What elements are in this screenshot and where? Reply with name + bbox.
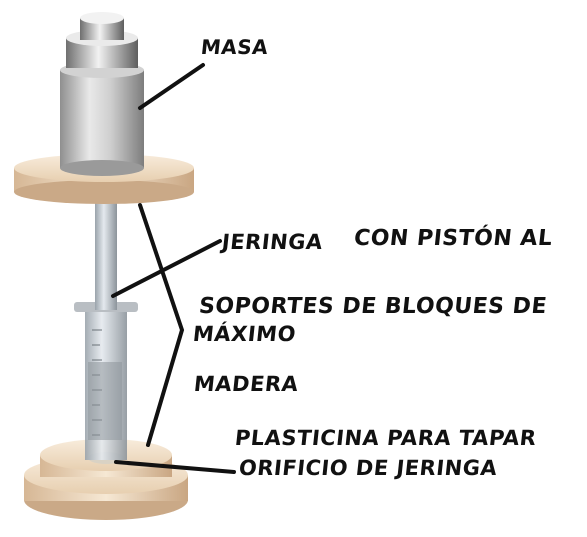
label-masa: MASA (199, 35, 270, 59)
label-madera: MADERA (192, 372, 300, 396)
pointer-masa (138, 63, 205, 110)
label-orificio: ORIFICIO DE JERINGA (237, 456, 499, 480)
pointer-plasticina (114, 460, 236, 474)
pointer-soportes (138, 203, 185, 447)
label-soportes: SOPORTES DE BLOQUES DE (197, 294, 549, 319)
pointer-jeringa (111, 239, 222, 298)
mass-weight (60, 12, 144, 176)
label-con-piston: CON PISTÓN AL (352, 226, 554, 251)
label-plasticina: PLASTICINA PARA TAPAR (233, 426, 538, 450)
label-maximo: MÁXIMO (191, 322, 298, 346)
syringe (74, 302, 138, 460)
pointer-lines (111, 63, 236, 474)
label-jeringa: JERINGA (220, 230, 324, 254)
syringe-piston (95, 200, 117, 310)
